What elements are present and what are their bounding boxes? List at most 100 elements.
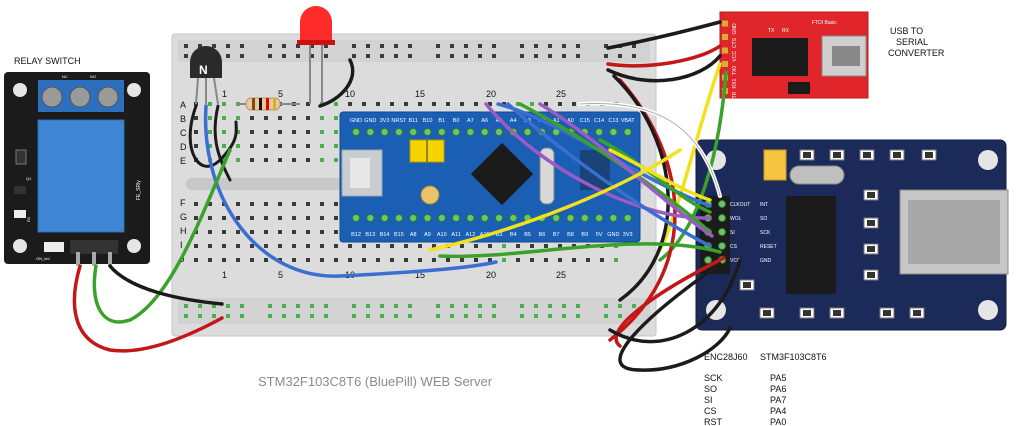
enc-pin-label: CLKOUT — [730, 202, 750, 208]
usb-title-3: CONVERTER — [888, 48, 945, 58]
col-number-10: 10 — [345, 89, 355, 99]
pin-label: NRST — [391, 118, 407, 124]
mapping-header-enc: ENC28J60 — [704, 352, 748, 362]
col-number-25-bottom: 25 — [556, 270, 566, 280]
ftdi-board: USB TO SERIAL CONVERTER FTDI Basic TX RX… — [719, 11, 945, 102]
row-label-c: C — [180, 128, 187, 138]
mapping-header-stm: STM3F103C8T6 — [760, 352, 827, 362]
pin-label: B6 — [539, 232, 546, 238]
pin-label: GND — [350, 118, 362, 124]
wires — [72, 20, 742, 372]
terminal-no: NO — [90, 74, 96, 79]
ftdi-board-label: FTDI Basic — [812, 20, 837, 26]
part-q1: Q1 — [26, 176, 32, 181]
row-label-i: I — [180, 240, 183, 250]
col-number-1-bottom: 1 — [222, 270, 227, 280]
pin-label: A6 — [481, 118, 488, 124]
pin-label: A4 — [510, 118, 517, 124]
relay-block — [37, 119, 125, 233]
pin-label: A10 — [437, 232, 447, 238]
row-label-a: A — [180, 100, 186, 110]
led-red — [297, 6, 335, 104]
pin-label: B12 — [351, 232, 361, 238]
enc-pin-label: SO — [760, 216, 767, 222]
enc-pin-label: SI — [730, 230, 735, 236]
pin-mapping-table: ENC28J60 STM3F103C8T6 SCK PA5 SO PA6 SI … — [704, 352, 827, 426]
pin-label: A9 — [424, 232, 431, 238]
pin-label: 3V3 — [623, 232, 633, 238]
usb-title-1: USB TO — [890, 26, 923, 36]
col-number-15: 15 — [415, 89, 425, 99]
mount-hole — [13, 83, 27, 97]
mapping-row-2-a: SO — [704, 384, 717, 394]
enc-pin-label: CS — [730, 244, 738, 250]
pin-label: B1 — [438, 118, 445, 124]
pin-label: A1 — [553, 118, 560, 124]
mapping-row-3-b: PA7 — [770, 395, 786, 405]
row-label-g: G — [180, 212, 187, 222]
part-r1: R1 — [26, 216, 31, 222]
relay-module: RELAY SWITCH NC NO FE_SRly Q1 R1 ON_led — [4, 56, 150, 266]
col-number-15-bottom: 15 — [415, 270, 425, 280]
mount-hole — [127, 83, 141, 97]
row-label-d: D — [180, 142, 187, 152]
enc-pin-label: INT — [760, 202, 768, 208]
mount-hole — [978, 300, 998, 320]
enc28j60-chip — [786, 196, 836, 294]
mount-hole — [13, 239, 27, 253]
pin-label: C14 — [594, 118, 604, 124]
mapping-row-3-a: SI — [704, 395, 713, 405]
col-number-5-bottom: 5 — [278, 270, 283, 280]
ftdi-pin-label: DTR — [732, 91, 738, 102]
diagram-caption: STM32F103C8T6 (BluePill) WEB Server — [258, 374, 493, 389]
mapping-row-1-a: SCK — [704, 373, 723, 383]
mapping-row-5-a: RST — [704, 417, 723, 426]
ftdi-pin-label: TX0 — [732, 66, 738, 75]
pin-label: A12 — [466, 232, 476, 238]
pin-label: B0 — [453, 118, 460, 124]
enc-pin-label: VCC — [730, 258, 741, 264]
pin-label: B5 — [524, 232, 531, 238]
enc-crystal — [789, 165, 845, 185]
pin-label: B9 — [581, 232, 588, 238]
mount-hole — [127, 239, 141, 253]
pin-label: B4 — [510, 232, 517, 238]
enc-pin-label: RESET — [760, 244, 777, 250]
mapping-row-4-b: PA4 — [770, 406, 786, 416]
pin-label: B8 — [567, 232, 574, 238]
pin-label: B15 — [394, 232, 404, 238]
col-number-20: 20 — [486, 89, 496, 99]
pin-label: B14 — [380, 232, 390, 238]
relay-title: RELAY SWITCH — [14, 56, 81, 66]
pin-label: C13 — [608, 118, 618, 124]
ftdi-pin-label: CTS — [732, 37, 738, 48]
pin-label: 5V — [596, 232, 603, 238]
reset-button — [420, 185, 440, 205]
pin-label: A7 — [467, 118, 474, 124]
mcu-chip — [470, 142, 534, 206]
row-label-h: H — [180, 226, 187, 236]
row-label-b: B — [180, 114, 186, 124]
enc-pin-label: GND — [760, 258, 772, 264]
col-number-25: 25 — [556, 89, 566, 99]
enc-pin-label: WOL — [730, 216, 742, 222]
pin-label: C15 — [580, 118, 590, 124]
usb-title-2: SERIAL — [896, 37, 928, 47]
mount-hole — [978, 150, 998, 170]
col-number-20-bottom: 20 — [486, 270, 496, 280]
part-on-led: ON_led — [36, 256, 50, 261]
ftdi-led-rx: RX — [782, 28, 790, 34]
transistor: N — [190, 46, 222, 105]
col-number-5: 5 — [278, 89, 283, 99]
pin-label: B7 — [553, 232, 560, 238]
relay-header — [70, 240, 118, 254]
pin-label: GND — [364, 118, 376, 124]
row-label-e: E — [180, 156, 186, 166]
pin-label: A8 — [410, 232, 417, 238]
ftdi-led-tx: TX — [768, 28, 775, 34]
row-label-f: F — [180, 198, 186, 208]
ftdi-chip — [752, 38, 808, 76]
mapping-row-4-a: CS — [704, 406, 717, 416]
ftdi-pin-label: RX1 — [732, 79, 738, 89]
mapping-row-1-b: PA5 — [770, 373, 786, 383]
